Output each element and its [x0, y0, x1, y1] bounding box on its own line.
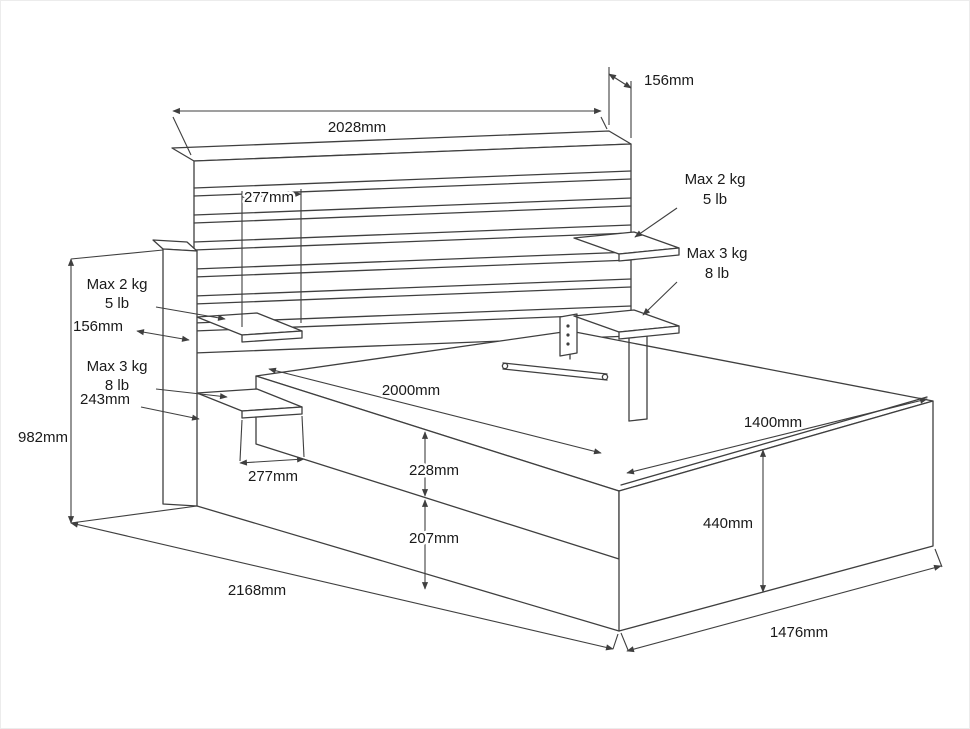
label-inner-width: 1400mm: [744, 414, 802, 431]
dim-overall-width-1476: [620, 548, 943, 653]
label-shelf-width-bottom: 277mm: [248, 468, 298, 485]
label-load-right-lower-line2: 8 lb: [705, 265, 729, 282]
headboard-slats: [193, 170, 632, 332]
dim-headboard-height-982: [67, 249, 198, 524]
dim-shelf-width-bottom-277: [239, 415, 305, 466]
shelf-upper-right: [573, 231, 680, 262]
leader-load-right-lower: [642, 281, 678, 316]
label-shelf-depth: 156mm: [73, 318, 123, 335]
dim-inner-length-2000: [268, 367, 602, 455]
label-load-right-upper-line2: 5 lb: [703, 191, 727, 208]
label-base-height: 228mm: [409, 462, 459, 479]
label-load-left-lower-line1: Max 3 kg: [87, 358, 148, 375]
dim-shelf-gap-243: [140, 406, 200, 421]
label-load-right-lower-line1: Max 3 kg: [687, 245, 748, 262]
leader-load-right-upper: [634, 207, 678, 238]
label-headboard-depth: 156mm: [644, 72, 694, 89]
shelf-lower-right: [573, 309, 680, 340]
headboard-left-leg: [152, 239, 198, 507]
dim-overall-length-2168: [70, 521, 619, 651]
label-headboard-height: 982mm: [18, 429, 68, 446]
label-shelf-gap: 243mm: [80, 391, 130, 408]
label-shelf-width-top: 277mm: [244, 189, 294, 206]
dim-headboard-depth-156: [608, 67, 632, 138]
label-inner-length: 2000mm: [382, 382, 440, 399]
mounting-bracket: [559, 313, 578, 357]
label-headboard-width: 2028mm: [328, 119, 386, 136]
label-floor-clearance: 207mm: [409, 530, 459, 547]
label-load-left-lower-line2: 8 lb: [105, 377, 129, 394]
dim-headboard-width-2028: [172, 107, 608, 156]
label-overall-length: 2168mm: [228, 582, 286, 599]
label-load-right-upper-line1: Max 2 kg: [685, 171, 746, 188]
leader-load-left-upper: [155, 306, 226, 321]
dim-shelf-depth-156: [136, 329, 190, 342]
dim-inner-width-1400: [626, 397, 928, 475]
dim-shelf-width-top-277: [241, 189, 302, 327]
label-overall-width: 1476mm: [770, 624, 828, 641]
label-footboard-height: 440mm: [703, 515, 753, 532]
label-load-left-upper-line1: Max 2 kg: [87, 276, 148, 293]
label-load-left-upper-line2: 5 lb: [105, 295, 129, 312]
leader-load-left-lower: [155, 388, 228, 400]
